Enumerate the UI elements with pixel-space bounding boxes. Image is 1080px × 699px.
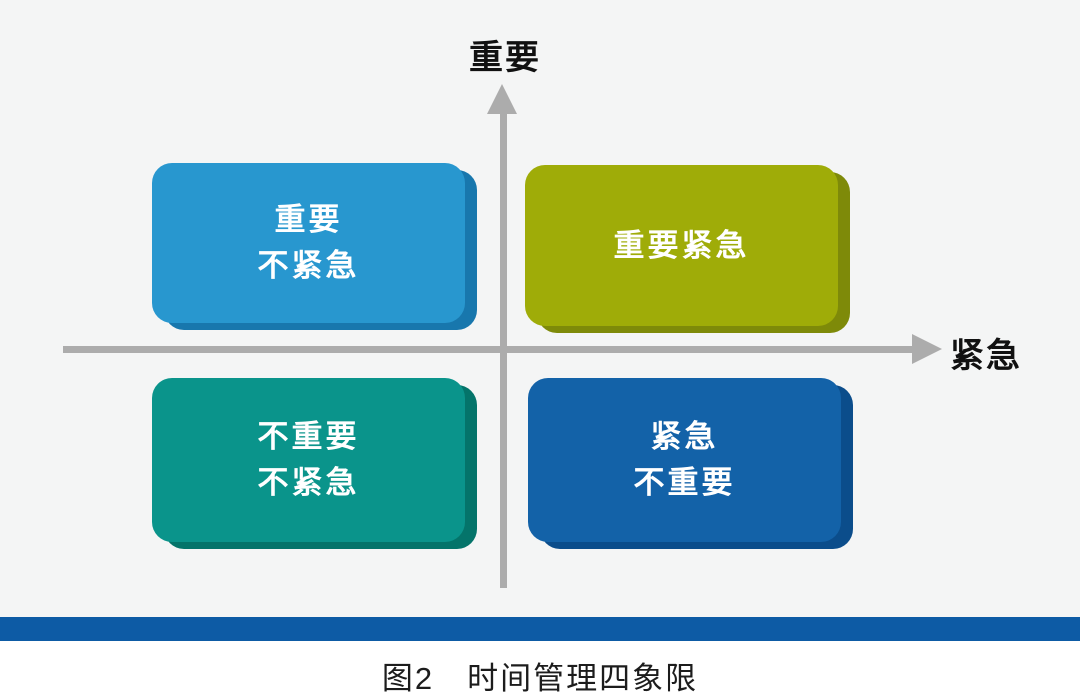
arrow-right-icon	[912, 334, 942, 364]
quadrant-label-line: 紧急	[650, 419, 719, 454]
quadrant-not-important-not-urgent: 不重要 不紧急	[152, 378, 477, 549]
divider-bar	[0, 617, 1080, 641]
card-face: 紧急 不重要	[528, 378, 841, 542]
x-axis-label: 紧急	[950, 337, 1022, 375]
plot-area: 重要 紧急 重要 不紧急 重要紧急 不重要 不紧急	[0, 0, 1080, 617]
quadrant-label-line: 不紧急	[257, 248, 360, 283]
figure-caption: 图2 时间管理四象限	[381, 661, 699, 696]
card-face: 不重要 不紧急	[152, 378, 465, 542]
y-axis-label: 重要	[469, 39, 541, 77]
quadrant-important-urgent: 重要紧急	[525, 165, 850, 333]
quadrant-label-line: 不重要	[257, 419, 360, 454]
quadrant-label-line: 重要	[274, 202, 343, 237]
card-face: 重要 不紧急	[152, 163, 465, 323]
quadrant-label-line: 重要紧急	[613, 227, 750, 263]
arrow-up-icon	[487, 84, 517, 114]
card-face: 重要紧急	[525, 165, 838, 326]
quadrant-label-line: 不紧急	[257, 465, 360, 500]
quadrant-important-not-urgent: 重要 不紧急	[152, 163, 477, 330]
quadrant-urgent-not-important: 紧急 不重要	[528, 378, 853, 549]
x-axis-line	[63, 346, 915, 353]
quadrant-label-line: 不重要	[633, 465, 736, 500]
